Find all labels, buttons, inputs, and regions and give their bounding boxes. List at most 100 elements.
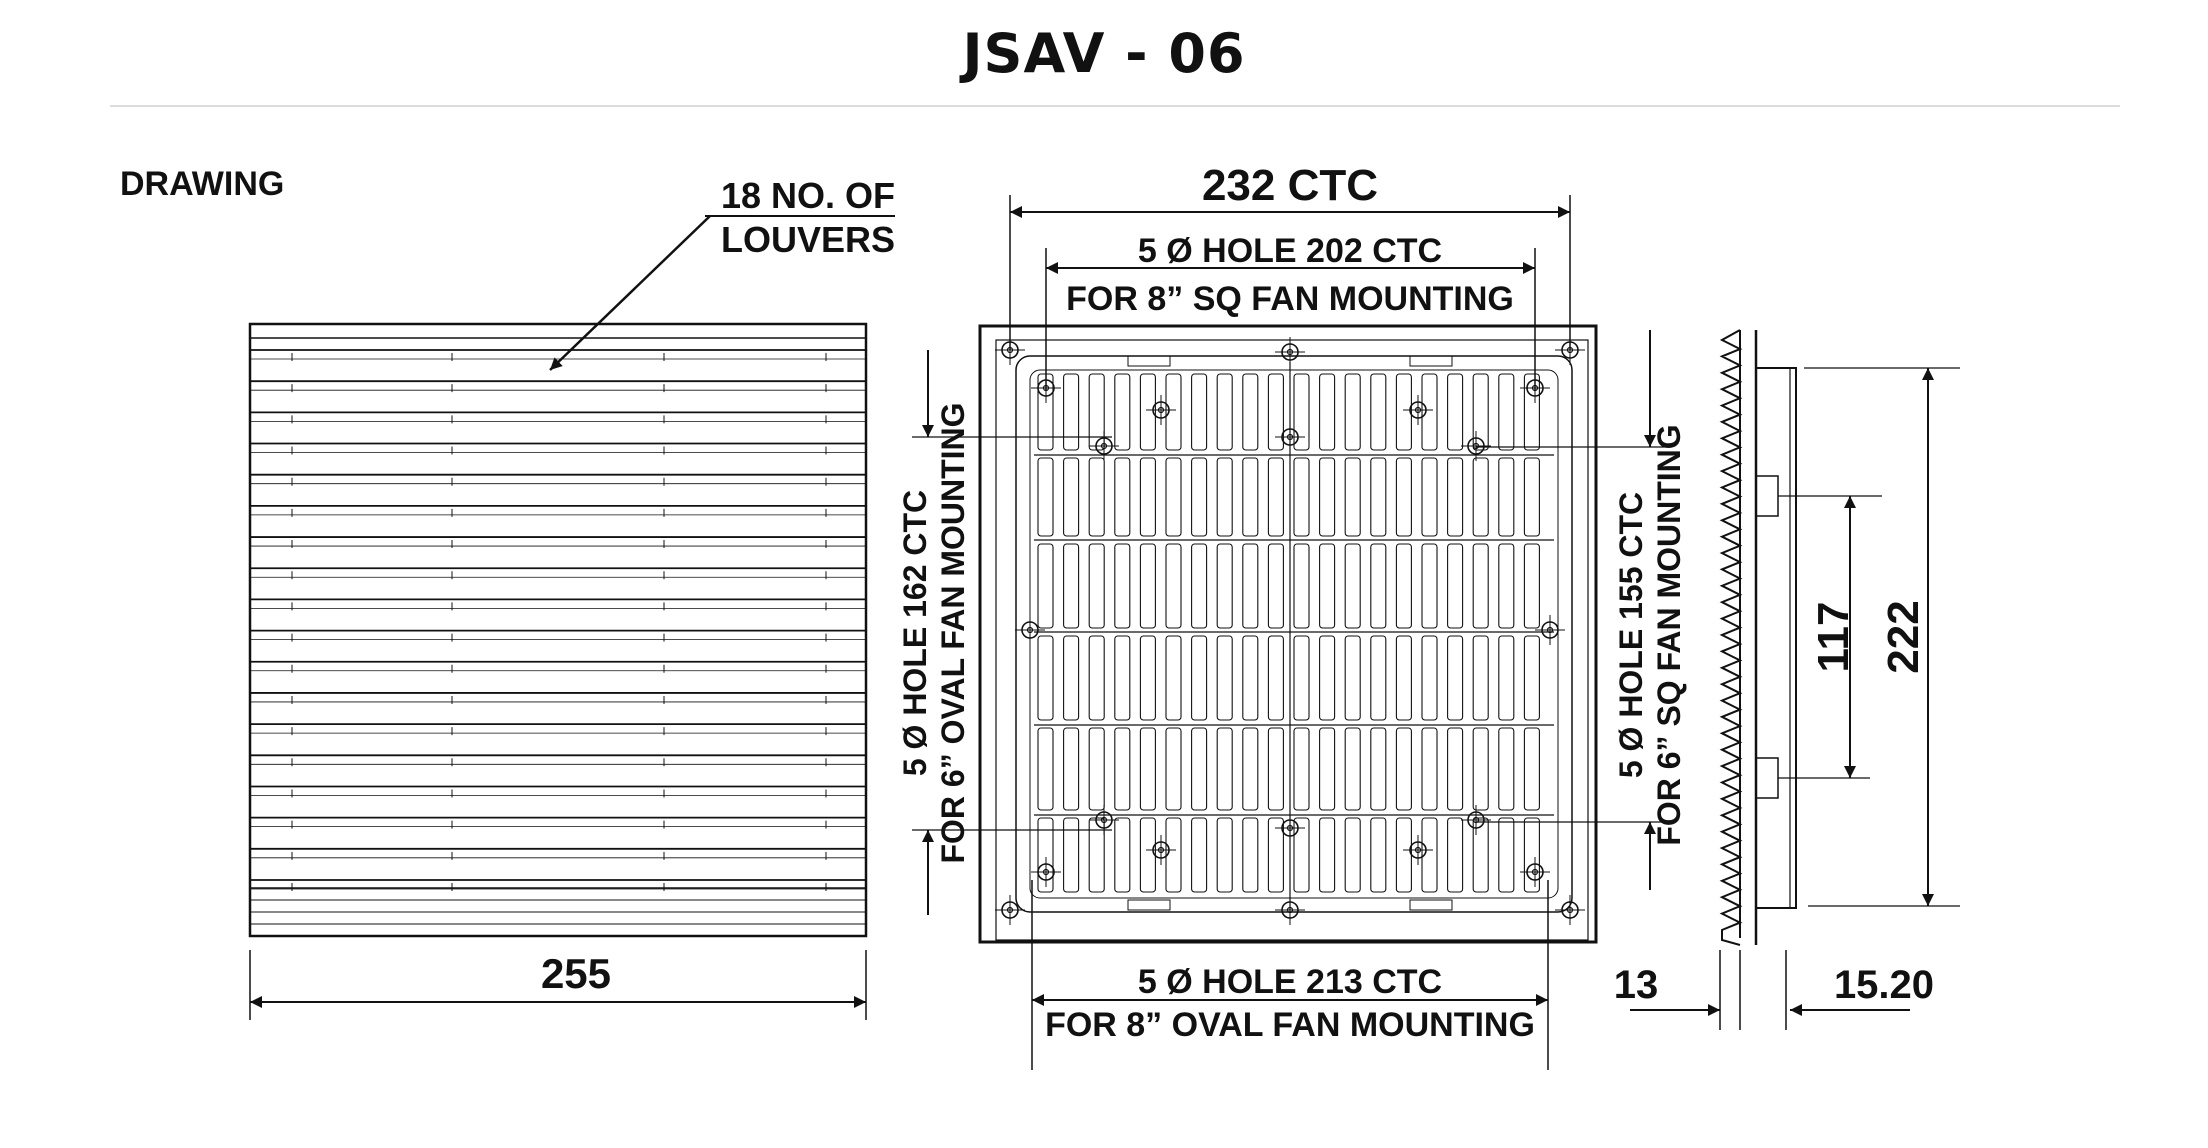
grille-slot	[1344, 817, 1361, 893]
grille-slot	[1114, 727, 1131, 811]
grille-slot	[1472, 457, 1489, 537]
grille-slot	[1395, 635, 1412, 721]
mounting-hole	[1403, 395, 1433, 425]
dim-232-label: 232 CTC	[1202, 161, 1378, 210]
grille-slot	[1191, 635, 1208, 721]
grille-slot	[1114, 373, 1131, 451]
grille-slot	[1421, 817, 1438, 893]
grille-slot	[1088, 457, 1105, 537]
grille-slot	[1216, 727, 1233, 811]
side-view	[1719, 329, 1960, 946]
louver	[250, 847, 866, 860]
grille-slot	[1063, 817, 1080, 893]
mounting-hole	[1275, 813, 1305, 843]
grille-slot	[1395, 373, 1412, 451]
grille-slot	[1063, 635, 1080, 721]
grille-slot	[1242, 373, 1259, 451]
dim-15-20: 15.20	[1785, 950, 1934, 1030]
grille-slot	[1344, 457, 1361, 537]
grille-slot	[1191, 457, 1208, 537]
overall-height-value: 222	[1879, 600, 1928, 673]
dim-222: 222	[1879, 368, 1934, 906]
grille-slot	[1421, 727, 1438, 811]
grille-slot	[1165, 457, 1182, 537]
grille-slot	[1395, 817, 1412, 893]
grille-slot	[1165, 727, 1182, 811]
grille-slot	[1293, 727, 1310, 811]
grille-slot	[1267, 457, 1284, 537]
dim-213-ctc: 5 Ø HOLE 213 CTC FOR 8” OVAL FAN MOUNTIN…	[1031, 880, 1549, 1070]
dim-162-ctc: 5 Ø HOLE 162 CTC FOR 6” OVAL FAN MOUNTIN…	[897, 350, 1112, 915]
grille-slot	[1421, 635, 1438, 721]
grille-slot	[1165, 373, 1182, 451]
grille-slot	[1421, 543, 1438, 629]
grille-slot	[1267, 543, 1284, 629]
grille-slot	[1523, 457, 1540, 537]
grille-slot	[1139, 817, 1156, 893]
grille-slot	[1037, 457, 1054, 537]
grille-slot	[1037, 727, 1054, 811]
page-title: JSAV - 06	[962, 22, 1246, 85]
louver	[250, 473, 866, 486]
louver-callout: 18 NO. OF LOUVERS	[549, 175, 895, 371]
grille-slot	[1498, 635, 1515, 721]
grille-slot	[1319, 373, 1336, 451]
louver	[250, 629, 866, 642]
louver	[250, 692, 866, 704]
grille-slot	[1498, 817, 1515, 893]
louver	[250, 879, 866, 891]
clip-ctc-value: 117	[1809, 602, 1858, 673]
louver-note-line2: LOUVERS	[721, 219, 895, 260]
grille-slot	[1063, 727, 1080, 811]
depth-b-value: 15.20	[1834, 963, 1934, 1007]
back-inner-frame	[1015, 355, 1573, 913]
louver	[250, 536, 866, 549]
grille-slot	[1447, 373, 1464, 451]
grille-slot	[1523, 817, 1540, 893]
dim-13: 13	[1614, 950, 1741, 1030]
depth-a-value: 13	[1614, 963, 1659, 1007]
title-divider	[110, 105, 2120, 107]
oval6-line2: FOR 6” OVAL FAN MOUNTING	[935, 402, 971, 863]
grille-slot	[1370, 635, 1387, 721]
grille-slot	[1267, 373, 1284, 451]
mounting-hole	[1461, 805, 1491, 835]
grille-slot	[1293, 373, 1310, 451]
grille-slot	[1114, 543, 1131, 629]
grille-slot	[1267, 635, 1284, 721]
grille-slot	[1216, 543, 1233, 629]
width-dimension: 255	[249, 950, 867, 1020]
grille-slot	[1267, 817, 1284, 893]
dim-155-ctc: 5 Ø HOLE 155 CTC FOR 6” SQ FAN MOUNTING	[1476, 330, 1687, 890]
side-back-plate	[1755, 367, 1797, 909]
grille-slot	[1319, 635, 1336, 721]
section-label: DRAWING	[120, 165, 284, 203]
grille-slot	[1242, 817, 1259, 893]
bottom-clip	[1755, 757, 1779, 799]
grille-slot	[1216, 635, 1233, 721]
grille-slot	[1088, 727, 1105, 811]
dim-202-ctc: 5 Ø HOLE 202 CTC FOR 8” SQ FAN MOUNTING	[1045, 232, 1536, 390]
grille-slot	[1523, 543, 1540, 629]
grille-slot	[1063, 457, 1080, 537]
mounting-hole	[1555, 895, 1585, 925]
sq8-line1: 5 Ø HOLE 202 CTC	[1138, 232, 1442, 270]
grille-slot	[1293, 817, 1310, 893]
louver	[250, 349, 866, 361]
louver-group	[250, 349, 866, 891]
louver	[250, 567, 866, 580]
grille-slot	[1242, 635, 1259, 721]
mounting-hole	[1403, 835, 1433, 865]
mounting-hole	[1031, 857, 1061, 887]
louver-profile	[1719, 329, 1743, 946]
grille-slot	[1395, 543, 1412, 629]
mounting-hole	[1275, 895, 1305, 925]
grille-slot	[1319, 543, 1336, 629]
grille-slot	[1370, 457, 1387, 537]
grille-slot	[1447, 817, 1464, 893]
grille-slot	[1344, 727, 1361, 811]
grille-slot	[1267, 727, 1284, 811]
louver	[250, 660, 866, 673]
grille-slots	[1037, 373, 1540, 893]
louver	[250, 442, 866, 455]
